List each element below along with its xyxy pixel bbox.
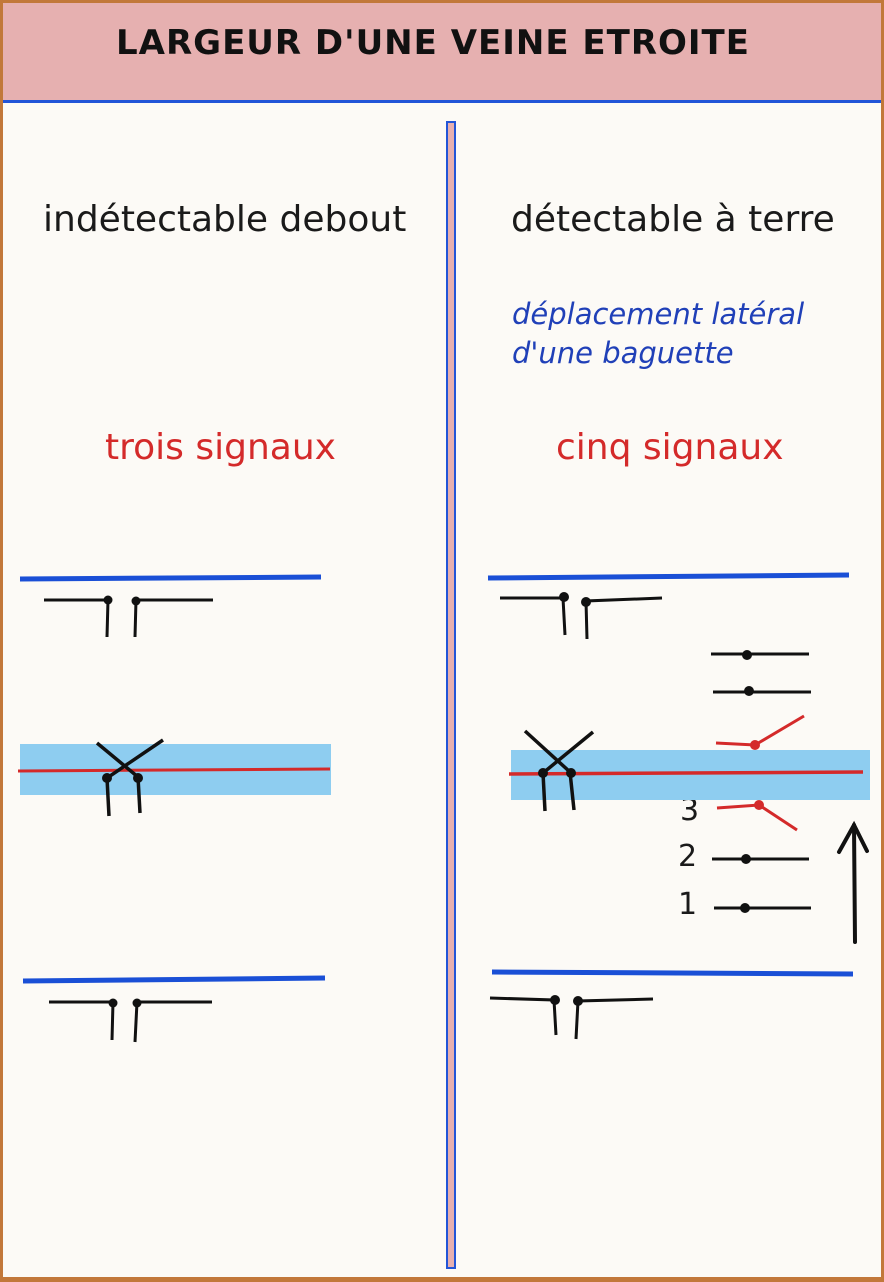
right-signal-line (508, 770, 864, 776)
position-label-1: 1 (678, 887, 698, 922)
left-bottom-boundary (22, 975, 326, 984)
rod-position-3-pivot (754, 800, 764, 810)
left-rod-pivot (103, 595, 113, 605)
right-bottom-boundary (491, 969, 854, 977)
right-note-line2: d'une baguette (512, 336, 734, 370)
left-rods-open-bottom (49, 1000, 212, 1043)
position-label-2: 2 (678, 839, 698, 874)
right-rod-pivot (573, 996, 583, 1006)
left-rod-pivot (133, 773, 143, 783)
rod-signal-upper-pivot (750, 740, 760, 750)
rod-position-2-pivot (741, 854, 751, 864)
movement-arrow (837, 820, 869, 944)
right-rods-open-bottom (489, 996, 654, 1040)
position-label-3: 3 (680, 793, 700, 828)
left-signal-line (17, 767, 331, 773)
rod-position-4-pivot (744, 686, 754, 696)
right-rod-pivot (538, 768, 548, 778)
right-rod-pivot (550, 995, 560, 1005)
rod-signal-upper (715, 714, 805, 747)
left-rod-pivot (132, 998, 142, 1008)
vein-diagram (17, 572, 870, 1043)
right-rod-pivot (581, 597, 591, 607)
right-note-line1: déplacement latéral (512, 297, 805, 331)
right-heading: détectable à terre (511, 199, 835, 240)
rod-position-5-pivot (742, 650, 752, 660)
right-rod-pivot (559, 592, 569, 602)
left-top-boundary (19, 574, 322, 582)
left-rod-pivot (108, 998, 118, 1008)
right-rod-pivot (566, 768, 576, 778)
right-top-boundary (487, 572, 850, 581)
right-rods-open-top (500, 596, 663, 640)
left-heading: indétectable debout (43, 199, 407, 240)
left-rod-pivot (131, 596, 141, 606)
right-signals-label: cinq signaux (556, 427, 784, 468)
page-title: LARGEUR D'UNE VEINE ETROITE (116, 23, 750, 63)
page-frame: LARGEUR D'UNE VEINE ETROITE indétectable… (3, 3, 881, 1277)
left-rods-open-top (44, 598, 213, 638)
left-rod-pivot (102, 773, 112, 783)
header-banner: LARGEUR D'UNE VEINE ETROITE (3, 3, 881, 103)
rod-position-1-pivot (740, 903, 750, 913)
column-divider (446, 121, 456, 1269)
left-signals-label: trois signaux (105, 427, 336, 468)
